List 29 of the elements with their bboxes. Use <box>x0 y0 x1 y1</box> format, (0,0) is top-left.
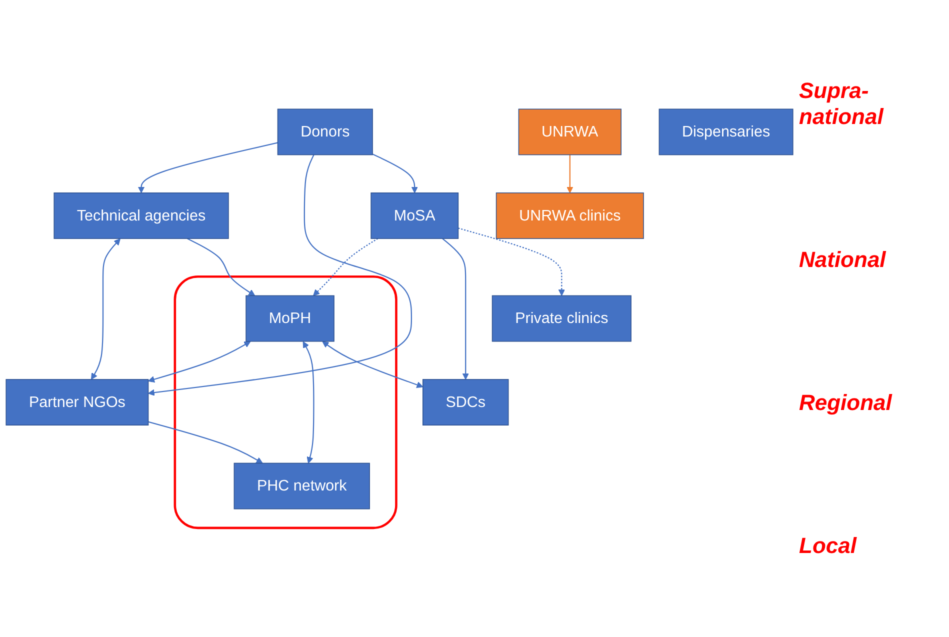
node-box: PHC network <box>234 462 370 510</box>
arrow <box>313 238 378 296</box>
node-box: Private clinics <box>492 295 632 342</box>
node-box: MoSA <box>370 192 459 239</box>
node-box: MoPH <box>246 295 334 342</box>
arrow <box>442 238 469 380</box>
arrow <box>322 341 424 388</box>
level-label: National <box>799 247 888 274</box>
arrow <box>138 142 278 194</box>
level-label: Supra-national <box>799 78 885 130</box>
node-box: UNRWA clinics <box>496 192 644 239</box>
arrow <box>566 154 574 194</box>
level-label: Local <box>799 532 858 559</box>
node-box: SDCs <box>422 379 509 426</box>
node-box: UNRWA <box>518 108 622 156</box>
node-box: Dispensaries <box>658 108 794 156</box>
node-box: Technical agencies <box>54 192 229 239</box>
arrow <box>186 238 256 296</box>
arrow <box>90 238 120 380</box>
arrow <box>148 341 251 383</box>
arrow <box>148 154 412 396</box>
node-box: Donors <box>277 108 373 156</box>
arrow <box>372 154 418 194</box>
arrow <box>148 421 263 464</box>
cluster <box>174 275 398 530</box>
node-box: Partner NGOs <box>6 379 149 426</box>
level-label: Regional <box>799 390 894 416</box>
arrow <box>302 341 314 464</box>
arrow <box>458 228 566 296</box>
